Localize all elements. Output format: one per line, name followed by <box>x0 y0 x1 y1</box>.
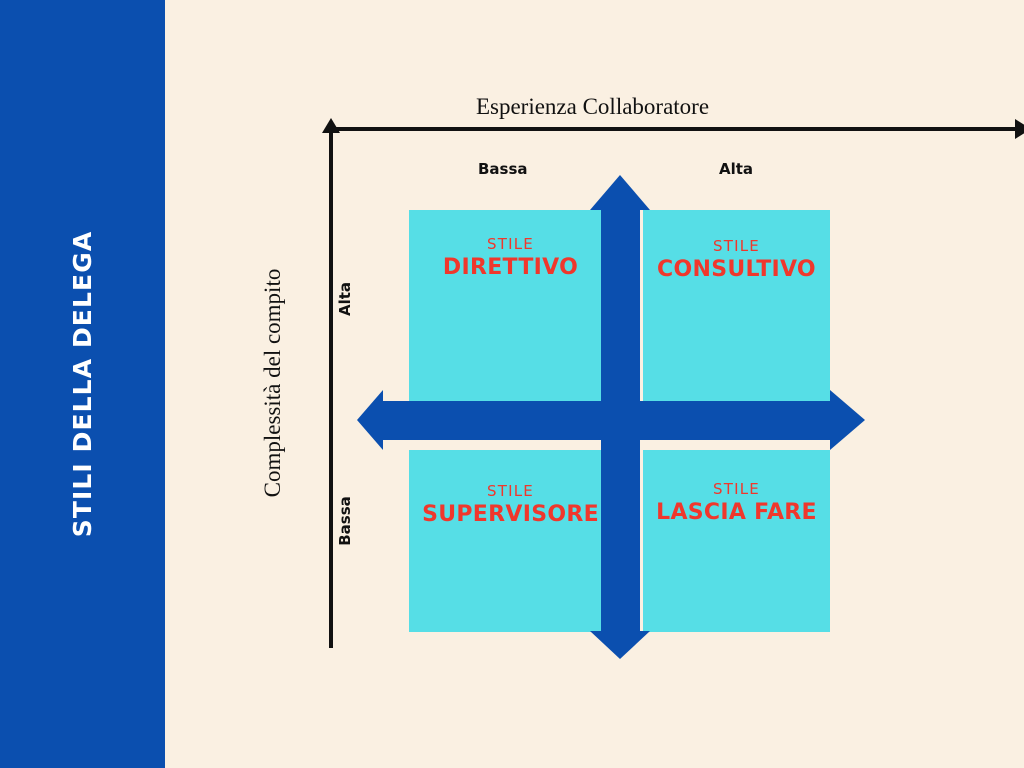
y-axis-arrow-icon <box>322 118 340 133</box>
x-axis-title: Esperienza Collaboratore <box>475 94 710 119</box>
quadrant-supervisore[interactable]: STILE SUPERVISORE <box>409 450 612 632</box>
quadrant-consultivo[interactable]: STILE CONSULTIVO <box>643 210 830 413</box>
x-axis-tick-low: Bassa <box>478 160 528 178</box>
quadrant-eyebrow: STILE <box>487 235 534 253</box>
y-axis-title: Complessità del compito <box>260 268 285 498</box>
quadrant-lascia-fare[interactable]: STILE LASCIA FARE <box>643 450 830 632</box>
quadrant-name: LASCIA FARE <box>656 499 817 525</box>
x-axis-tick-high: Alta <box>719 160 754 178</box>
y-axis-tick-high: Alta <box>336 281 354 317</box>
quadrant-eyebrow: STILE <box>487 482 534 500</box>
x-axis-arrow-icon <box>1015 119 1024 139</box>
arrow-left-icon <box>357 390 383 450</box>
arrow-down-icon <box>590 631 650 659</box>
quadrant-name: DIRETTIVO <box>442 254 579 280</box>
y-axis-line <box>329 133 333 648</box>
cross-vertical-bar <box>601 203 640 633</box>
quadrant-name: CONSULTIVO <box>657 256 816 282</box>
arrow-up-icon <box>590 175 650 210</box>
quadrant-name: SUPERVISORE <box>422 501 599 527</box>
x-axis-line <box>331 127 1019 131</box>
sidebar-title: STILI DELLA DELEGA <box>68 230 97 538</box>
quadrant-direttivo[interactable]: STILE DIRETTIVO <box>409 210 612 413</box>
quadrant-eyebrow: STILE <box>713 237 760 255</box>
y-axis-tick-low: Bassa <box>336 496 354 546</box>
quadrant-eyebrow: STILE <box>713 480 760 498</box>
arrow-right-icon <box>830 390 865 450</box>
sidebar: STILI DELLA DELEGA <box>0 0 165 768</box>
delegation-matrix-diagram: Esperienza Collaboratore Complessità del… <box>165 0 1024 768</box>
